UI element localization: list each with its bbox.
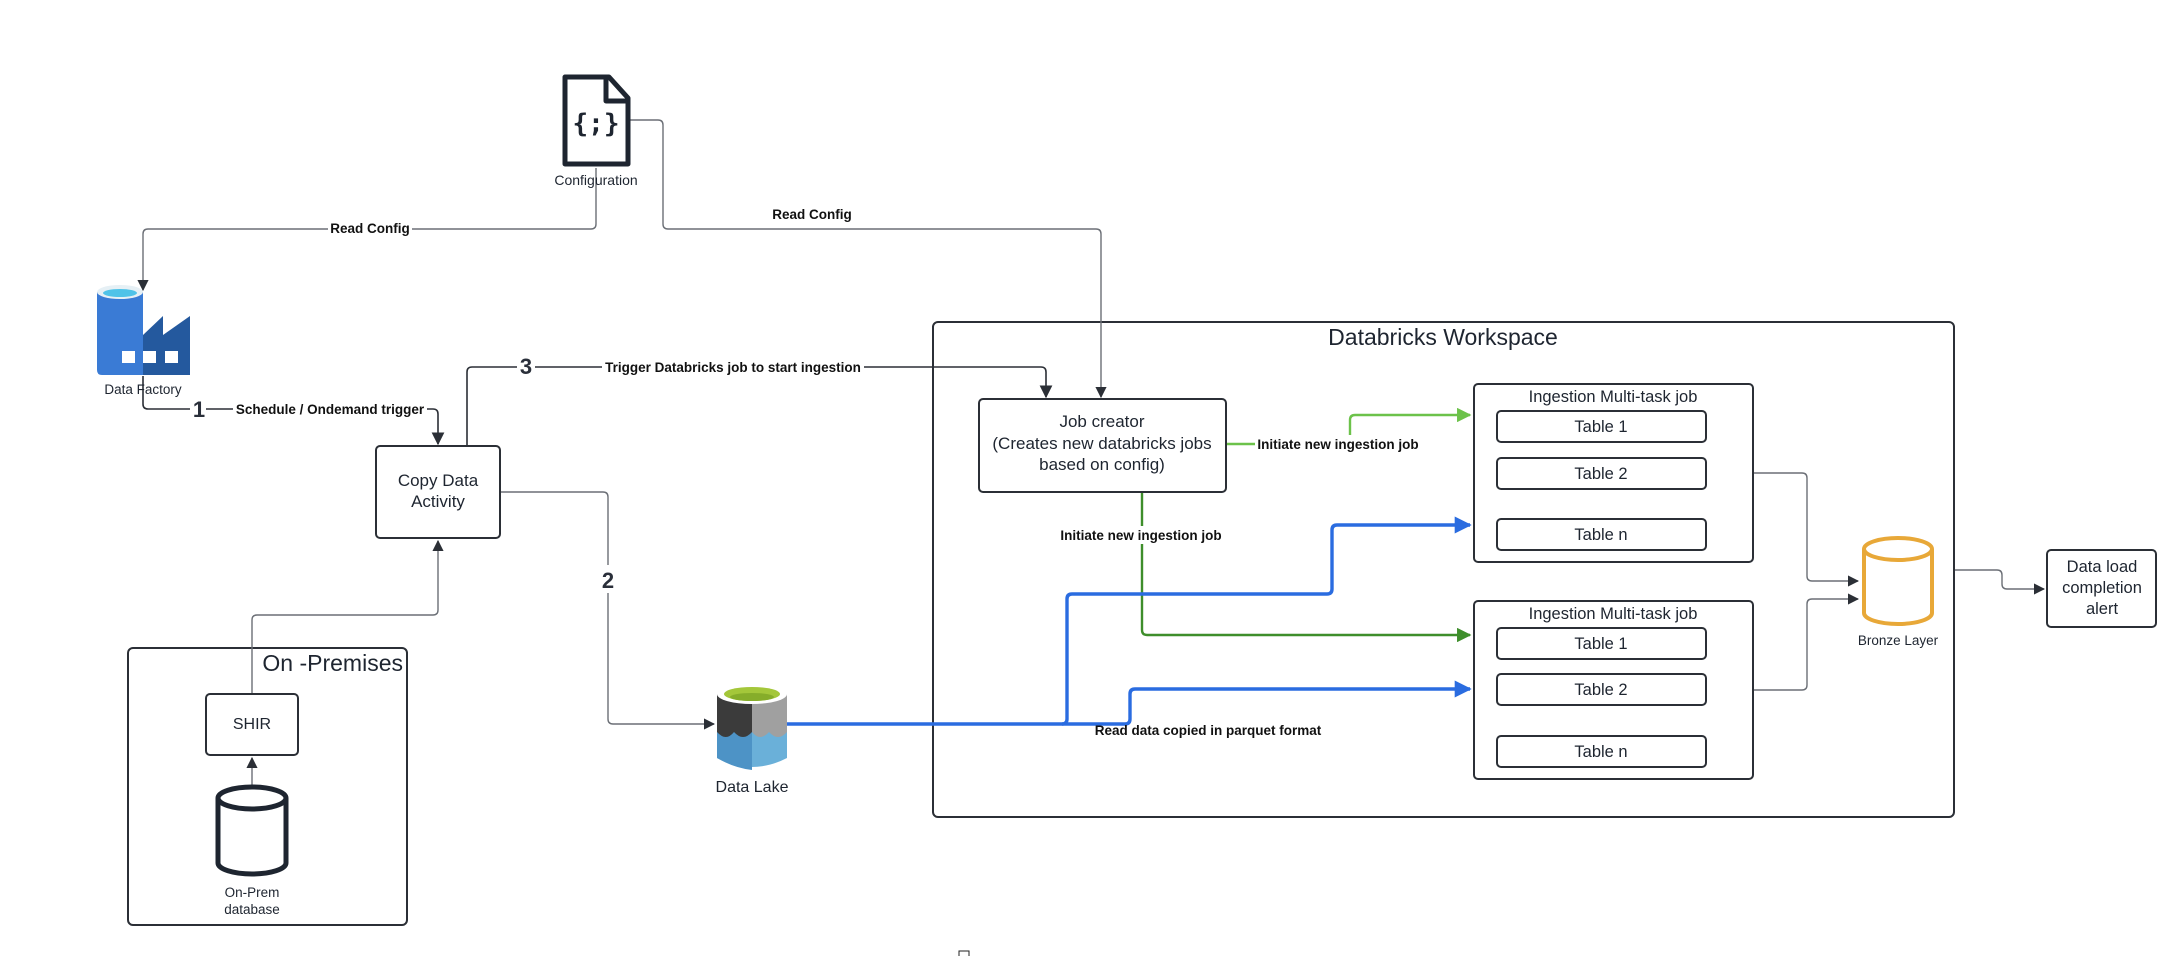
on-prem-database-node[interactable]: On-Prem database [215,784,289,917]
edge-label-read-config-adf: Read Config [330,221,410,236]
edge-read-parquet-job-1[interactable] [787,516,1472,726]
edge-job-2-to-bronze[interactable] [1753,593,1860,691]
ingestion-job-1[interactable]: Ingestion Multi-task job Table 1 Table 2… [1473,383,1754,563]
shir-label: SHIR [233,716,271,733]
ingestion-job-1-table-n[interactable]: Table n [1496,518,1707,551]
table-label: Table 1 [1574,418,1627,436]
ingestion-job-1-table-1[interactable]: Table 1 [1496,410,1707,443]
edge-bronze-to-alert[interactable] [1955,569,2046,595]
step-3-number: 3 [520,354,532,379]
page-marker [958,950,970,956]
table-label: Table n [1574,526,1627,544]
edge-shir-to-copy[interactable] [251,539,444,694]
config-glyph: {;} [573,109,620,139]
edge-copy-to-lake[interactable] [500,491,716,730]
edge-label-trigger-databricks: Trigger Databricks job to start ingestio… [605,360,861,375]
edge-label-initiate-job-1: Initiate new ingestion job [1257,437,1418,452]
step-2-number: 2 [602,568,614,593]
data-lake-label: Data Lake [716,779,789,796]
job-creator-node[interactable]: Job creator (Creates new databricks jobs… [978,398,1227,493]
edge-read-parquet-job-2[interactable] [1062,680,1472,726]
on-premises-title: On -Premises [262,650,403,676]
data-factory-node[interactable]: Data Factory [97,285,190,397]
databricks-workspace-title: Databricks Workspace [1328,324,1558,350]
completion-alert-label-2: completion [2062,579,2142,597]
edge-trigger-databricks[interactable] [466,366,1053,446]
on-premises-container[interactable]: On -Premises [127,647,408,926]
table-label: Table 1 [1574,635,1627,653]
on-prem-database-label-1: On-Prem [225,885,280,900]
table-label: Table 2 [1574,681,1627,699]
ingestion-job-2[interactable]: Ingestion Multi-task job Table 1 Table 2… [1473,600,1754,780]
copy-data-activity-node[interactable]: Copy Data Activity [375,445,501,539]
bronze-layer-node[interactable]: Bronze Layer [1858,536,1939,648]
edge-read-config-databricks[interactable] [629,119,1107,399]
azure-data-factory-icon [97,285,190,375]
edge-job-1-to-bronze[interactable] [1753,472,1860,587]
on-prem-database-label-2: database [224,902,280,917]
edge-initiate-job-1[interactable] [1226,407,1472,446]
ingestion-job-1-title: Ingestion Multi-task job [1529,388,1698,406]
job-creator-label-2: (Creates new databricks jobs [992,434,1211,453]
table-label: Table n [1574,743,1627,761]
configuration-node[interactable]: {;} Configuration [554,74,638,188]
completion-alert-node[interactable]: Data load completion alert [2046,549,2157,628]
completion-alert-label-3: alert [2086,600,2119,618]
bronze-layer-label: Bronze Layer [1858,633,1939,648]
step-1-number: 1 [193,397,205,422]
databricks-workspace-container[interactable]: Databricks Workspace [932,321,1955,818]
shir-node[interactable]: SHIR [205,693,299,756]
job-creator-label-1: Job creator [1059,412,1144,431]
edge-label-read-config-databricks: Read Config [772,207,852,222]
ingestion-job-2-table-n[interactable]: Table n [1496,735,1707,768]
edge-label-initiate-job-2: Initiate new ingestion job [1060,528,1221,543]
completion-alert-label-1: Data load [2067,558,2138,576]
database-cylinder-icon [215,784,289,877]
edge-label-schedule-trigger: Schedule / Ondemand trigger [236,402,425,417]
bronze-database-icon [1862,536,1934,626]
azure-data-lake-icon [717,684,787,770]
edge-label-read-parquet: Read data copied in parquet format [1095,723,1322,738]
ingestion-job-1-table-2[interactable]: Table 2 [1496,457,1707,490]
config-file-icon: {;} [562,74,631,167]
table-label: Table 2 [1574,465,1627,483]
edge-initiate-job-2[interactable] [1140,492,1472,643]
data-lake-node[interactable]: Data Lake [716,684,789,796]
job-creator-label-3: based on config) [1039,455,1165,474]
ingestion-job-2-table-1[interactable]: Table 1 [1496,627,1707,660]
copy-data-activity-label-2: Activity [411,492,465,511]
ingestion-job-2-table-2[interactable]: Table 2 [1496,673,1707,706]
copy-data-activity-label-1: Copy Data [398,471,479,490]
configuration-label: Configuration [554,172,637,188]
data-factory-label: Data Factory [104,382,182,397]
ingestion-job-2-title: Ingestion Multi-task job [1529,605,1698,623]
